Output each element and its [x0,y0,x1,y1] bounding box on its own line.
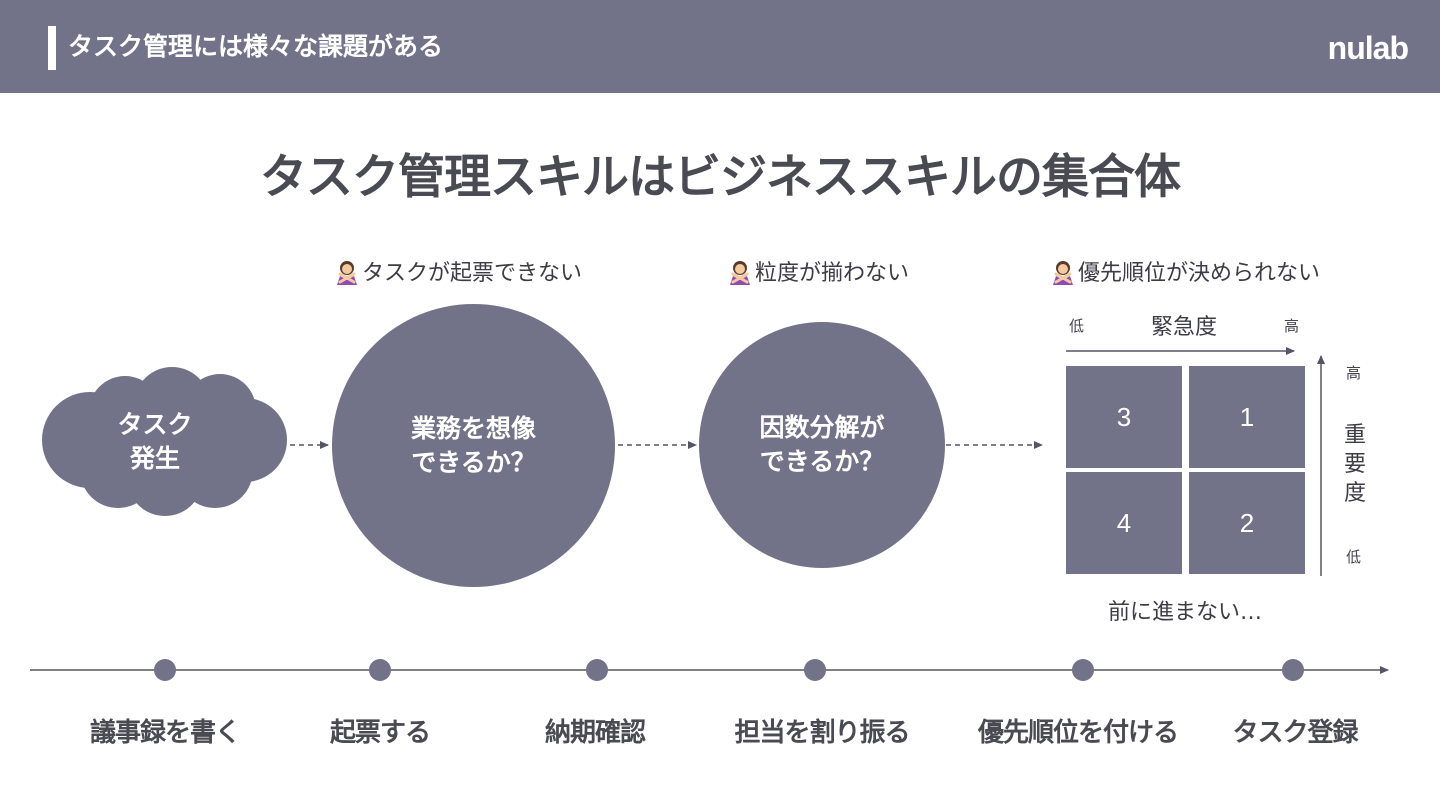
stuck-text: 前に進まない… [1108,600,1263,625]
importance-high-label: 高 [1346,364,1362,382]
cloud-shape [42,367,287,516]
cloud-line-1: タスク [117,410,193,439]
page-title: タスク管理スキルはビジネススキルの集合体 [260,150,1181,205]
timeline-dot-2 [369,659,391,681]
importance-label-char: 度 [1343,481,1366,506]
timeline-step-3: 納期確認 [544,718,646,748]
timeline-step-4: 担当を割り振る [734,718,910,748]
task-occurs-cloud: タスク 発生 [85,408,225,476]
timeline-dot-1 [154,659,176,681]
importance-low-label: 低 [1346,548,1362,566]
nulab-logo: nulab [1327,30,1409,66]
urgency-label: 緊急度 [1151,315,1218,340]
timeline-dot-5 [1072,659,1094,681]
bubble-imagine-work: 業務を想像 できるか？ [332,304,615,587]
timeline-step-5: 優先順位を付ける [977,718,1179,748]
matrix-quadrant-bottom-right: 2 [1189,472,1305,574]
timeline-dot-3 [586,659,608,681]
timeline-step-6: タスク登録 [1232,718,1358,748]
bubble-decompose: 因数分解が できるか？ [699,322,945,568]
importance-label-char: 重 [1343,423,1366,448]
bubble-imagine-line-1: 業務を想像 [410,413,536,443]
matrix-quadrant-top-right: 1 [1189,366,1305,468]
issue-text-3: 優先順位が決められない [1078,261,1321,286]
urgency-high-label: 高 [1284,317,1300,335]
issue-text-1: タスクが起票できない [362,261,583,286]
timeline-dot-6 [1282,659,1304,681]
timeline-step-1: 議事録を書く [89,718,241,748]
urgency-low-label: 低 [1069,317,1085,335]
importance-label: 重要度 [1342,421,1368,508]
issue-cannot-prioritize: 優先順位が決められない [1050,259,1320,289]
person-gesturing-no-icon [730,261,750,285]
issue-cannot-create-ticket: タスクが起票できない [334,259,582,289]
issue-text-2: 粒度が揃わない [755,261,910,286]
header-bar: タスク管理には様々な課題がある nulab [0,0,1440,93]
bubble-decompose-line-1: 因数分解が [759,413,885,442]
bubble-imagine-line-2: できるか？ [411,447,536,477]
header-accent-bar [48,26,56,70]
bubble-decompose-line-2: できるか？ [759,447,885,476]
issue-granularity-inconsistent: 粒度が揃わない [727,259,909,289]
timeline-step-2: 起票する [329,718,431,748]
person-gesturing-no-icon [337,261,357,285]
header-title: タスク管理には様々な課題がある [68,32,444,61]
importance-label-char: 要 [1343,452,1366,477]
person-gesturing-no-icon [1053,261,1073,285]
timeline-dot-4 [804,659,826,681]
matrix-quadrant-bottom-left: 4 [1066,472,1182,574]
cloud-line-2: 発生 [129,444,180,473]
matrix-quadrant-top-left: 3 [1066,366,1182,468]
